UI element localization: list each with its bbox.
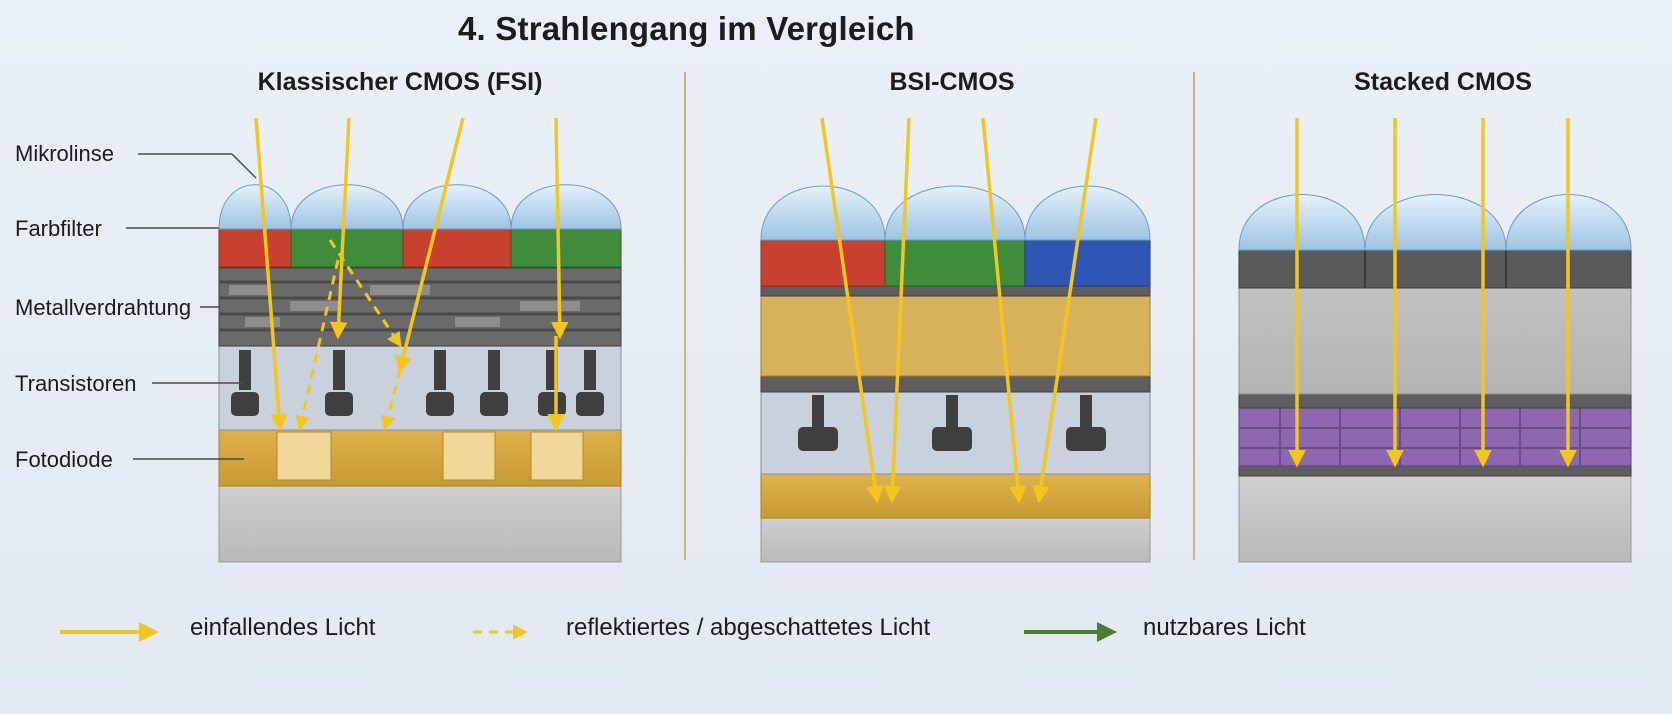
micro-lens xyxy=(402,184,512,230)
substrate-layer xyxy=(218,483,622,563)
filter-green xyxy=(884,239,1026,287)
legend-label-incident: einfallendes Licht xyxy=(190,614,376,641)
legend-label-reflected: reflektiertes / abgeschattetes Licht xyxy=(566,614,931,641)
filter-layer xyxy=(1238,249,1632,289)
panel-title-bsi: BSI-CMOS xyxy=(889,68,1015,96)
metal-wiring-blocks xyxy=(229,285,580,327)
micro-lens xyxy=(1238,194,1366,251)
label-farbfilter: Farbfilter xyxy=(15,216,102,241)
filter-red xyxy=(760,239,886,287)
photodiode-well xyxy=(276,431,332,481)
incident-light-rays xyxy=(254,117,569,432)
transistor-gates xyxy=(231,350,604,416)
micro-lens xyxy=(290,184,404,230)
incident-light-rays xyxy=(820,117,1098,504)
label-fotodiode: Fotodiode xyxy=(15,447,113,472)
photodiode-well xyxy=(530,431,584,481)
bsi-cross-section xyxy=(760,117,1151,563)
label-transistoren: Transistoren xyxy=(15,371,137,396)
panel-title-fsi: Klassischer CMOS (FSI) xyxy=(257,68,543,96)
micro-lens xyxy=(760,185,886,241)
panel-title-stacked: Stacked CMOS xyxy=(1354,68,1532,96)
filter-blue xyxy=(1024,239,1151,287)
transistor-gates xyxy=(798,395,1106,451)
leader-lines xyxy=(126,153,257,460)
micro-lens xyxy=(510,184,622,230)
incident-light-rays xyxy=(1288,118,1577,468)
legend-label-usable: nutzbares Licht xyxy=(1143,614,1306,641)
micro-lens xyxy=(218,184,292,230)
filter-red xyxy=(218,228,292,268)
stacked-cross-section xyxy=(1238,118,1632,563)
filter-green xyxy=(510,228,622,268)
photodiode-layer xyxy=(760,295,1151,377)
label-mikrolinse: Mikrolinse xyxy=(15,141,115,166)
logic-grid xyxy=(1239,408,1631,466)
photodiode-well xyxy=(442,431,496,481)
filter-red xyxy=(402,228,512,268)
filter-dividers xyxy=(1364,250,1507,288)
diagram-title: 4. Strahlengang im Vergleich xyxy=(458,10,915,47)
wiring-layer xyxy=(760,375,1151,393)
reflected-light-rays xyxy=(295,239,402,431)
sensor-layer xyxy=(1238,287,1632,395)
filter-green xyxy=(290,228,404,268)
metal-wiring-lines xyxy=(219,280,621,332)
label-metallverdrahtung: Metallverdrahtung xyxy=(15,295,192,320)
wiring-layer xyxy=(760,285,1151,297)
substrate-layer xyxy=(1238,475,1632,563)
substrate-layer xyxy=(760,517,1151,563)
fsi-cross-section xyxy=(126,117,622,563)
photodiode-layer xyxy=(760,473,1151,519)
micro-lens xyxy=(1364,194,1507,251)
micro-lens xyxy=(1024,185,1151,241)
wiring-layer xyxy=(1238,465,1632,477)
